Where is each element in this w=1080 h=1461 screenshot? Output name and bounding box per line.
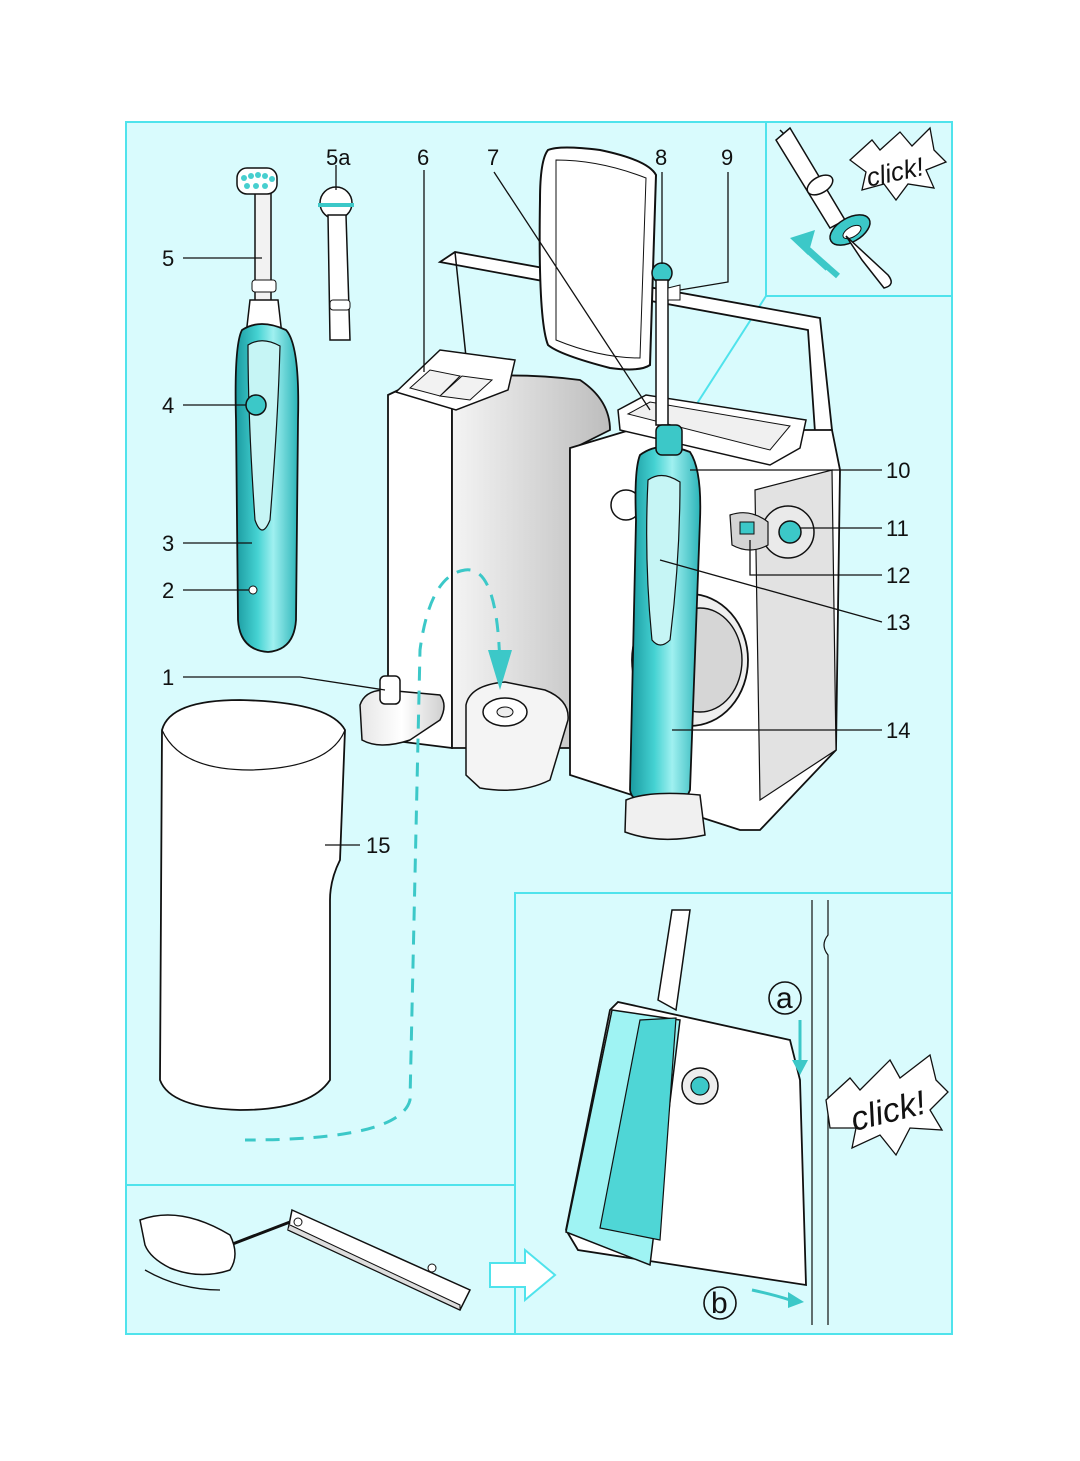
label-5: 5 — [162, 246, 174, 271]
step-a-label: a — [776, 982, 793, 1015]
connector-illustration — [775, 126, 948, 289]
water-container — [159, 699, 346, 1111]
step-b-badge: b — [703, 1286, 737, 1320]
label-5a: 5a — [326, 145, 351, 170]
step-a-badge: a — [768, 981, 802, 1015]
label-9: 9 — [721, 145, 733, 170]
mounting-illustration — [139, 1208, 557, 1311]
label-1: 1 — [162, 665, 174, 690]
label-8: 8 — [655, 145, 667, 170]
label-15: 15 — [366, 833, 390, 858]
step-b-label: b — [711, 1287, 728, 1320]
label-11: 11 — [886, 516, 909, 541]
toothbrush-handle — [234, 167, 300, 653]
label-13: 13 — [886, 610, 910, 635]
label-2: 2 — [162, 578, 174, 603]
leader-lines — [183, 165, 883, 846]
label-7: 7 — [487, 145, 499, 170]
label-4: 4 — [162, 393, 174, 418]
label-12: 12 — [886, 563, 910, 588]
label-10: 10 — [886, 458, 910, 483]
label-6: 6 — [417, 145, 429, 170]
brush-head-5a — [318, 186, 354, 341]
label-14: 14 — [886, 718, 910, 743]
flow-arrow — [244, 568, 512, 1142]
docking-illustration — [565, 900, 949, 1325]
label-3: 3 — [162, 531, 174, 556]
handpiece — [624, 424, 706, 841]
